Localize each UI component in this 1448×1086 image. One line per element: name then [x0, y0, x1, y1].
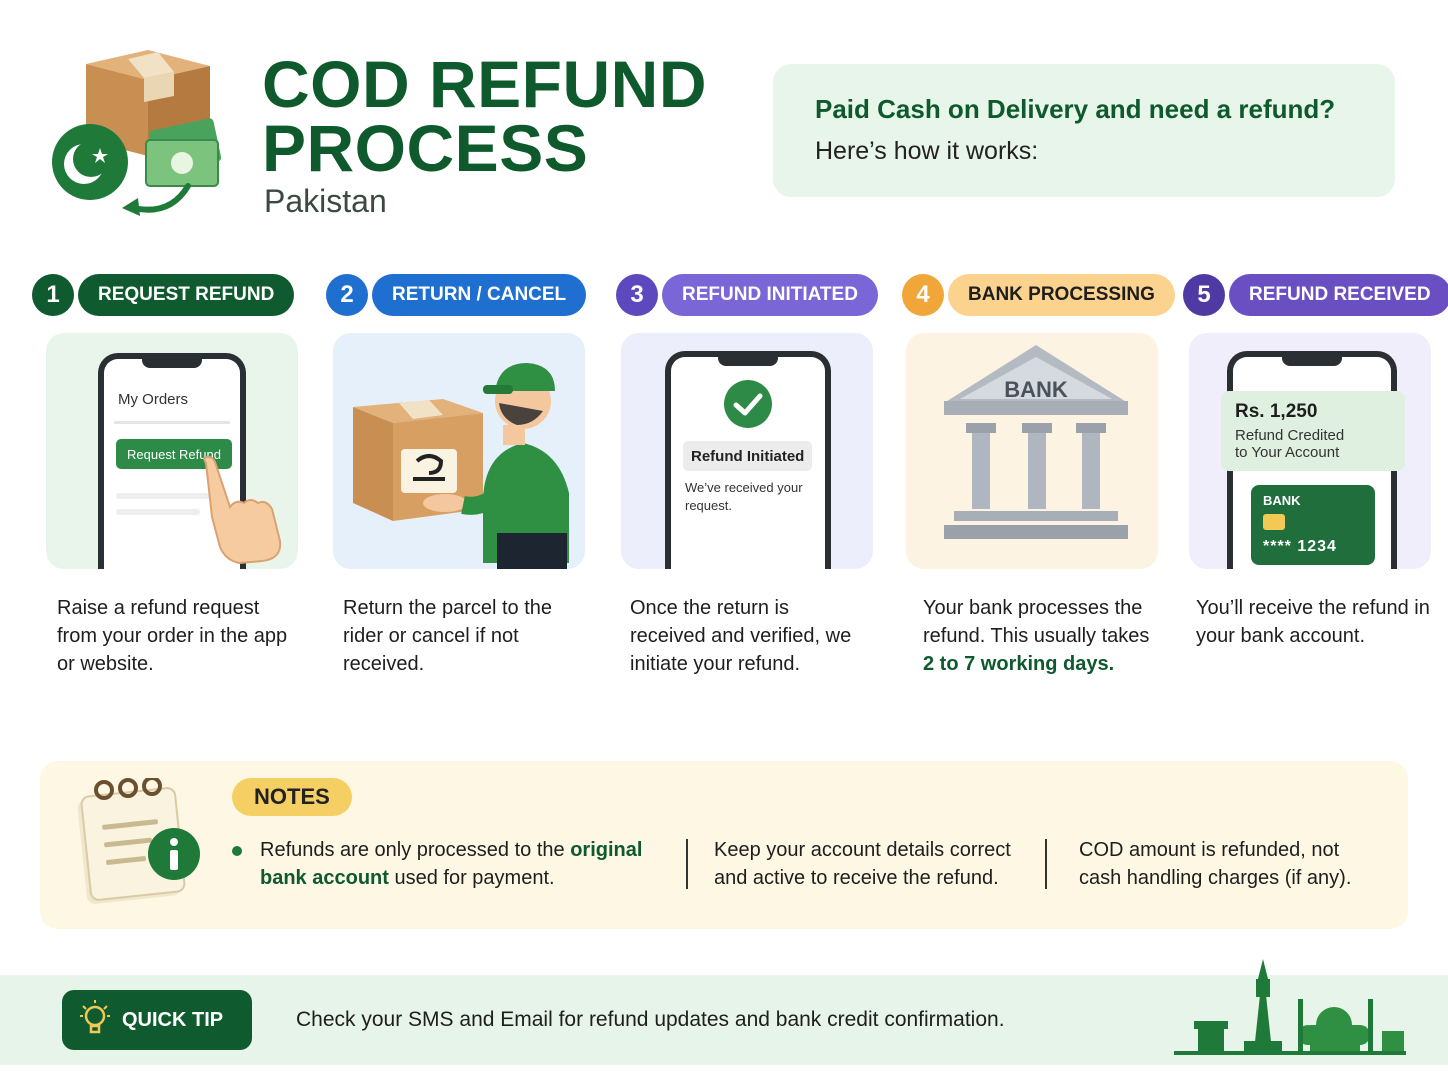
- phone-mockup: Refund Initiated We’ve received your req…: [665, 351, 831, 569]
- step-2-number: 2: [326, 274, 368, 316]
- working-days-highlight: 2 to 7 working days.: [923, 653, 1115, 675]
- step-1-header: 1 REQUEST REFUND: [32, 274, 295, 316]
- step-4-label: BANK PROCESSING: [948, 274, 1175, 316]
- title-line-2: PROCESS: [262, 111, 589, 185]
- card-chip-icon: [1263, 514, 1285, 530]
- step-4-header: 4 BANK PROCESSING: [902, 274, 1175, 316]
- step-3-description: Once the return is received and verified…: [630, 597, 852, 675]
- step-5-description: You’ll receive the refund in your bank a…: [1196, 597, 1430, 647]
- note-2-line-2: and active to receive the refund.: [714, 867, 999, 889]
- card-number: **** 1234: [1263, 538, 1337, 555]
- step-1-number: 1: [32, 274, 74, 316]
- note-original-account: Refunds are only processed to the origin…: [260, 836, 670, 892]
- step-3-label: REFUND INITIATED: [662, 274, 878, 316]
- note-1-highlight-2: bank account: [260, 867, 389, 889]
- step-5-label: REFUND RECEIVED: [1229, 274, 1448, 316]
- step-3-number: 3: [616, 274, 658, 316]
- step-5-number: 5: [1183, 274, 1225, 316]
- step-2-header: 2 RETURN / CANCEL: [326, 274, 587, 316]
- step-2-label: RETURN / CANCEL: [372, 274, 587, 316]
- card-bank-label: BANK: [1263, 493, 1301, 508]
- note-1-text: Refunds are only processed to the: [260, 839, 571, 861]
- notes-badge: NOTES: [232, 778, 352, 816]
- quick-tip-text: Check your SMS and Email for refund upda…: [296, 1008, 1005, 1031]
- note-2-line-1: Keep your account details correct: [714, 839, 1011, 861]
- step-4-card: BANK: [906, 333, 1158, 569]
- skyline-illustration: [1174, 959, 1406, 1055]
- step-2-card: [333, 333, 585, 569]
- step-4-description: Your bank processes the refund. This usu…: [923, 594, 1155, 678]
- note-1-text-end: used for payment.: [388, 867, 555, 889]
- refund-initiated-status: Refund Initiated: [683, 441, 813, 471]
- refund-amount: Rs. 1,250: [1235, 401, 1318, 422]
- intro-answer: Here’s how it works:: [815, 137, 1039, 165]
- screen-title: My Orders: [118, 391, 189, 408]
- credited-line-2: to Your Account: [1235, 444, 1340, 461]
- step-5-header: 5 REFUND RECEIVED: [1183, 274, 1448, 316]
- notes-divider: [686, 839, 688, 889]
- refund-credited-notification: Rs. 1,250 Refund Credited to Your Accoun…: [1221, 391, 1405, 471]
- bank-card: BANK **** 1234: [1251, 485, 1375, 565]
- intro-question: Paid Cash on Delivery and need a refund?: [815, 94, 1336, 124]
- note-3-line-1: COD amount is refunded, not: [1079, 839, 1340, 861]
- intro-box: Paid Cash on Delivery and need a refund?…: [773, 64, 1395, 197]
- note-cod-amount: COD amount is refunded, not cash handlin…: [1079, 836, 1389, 892]
- page-subtitle: Pakistan: [264, 183, 387, 219]
- step-4-number: 4: [902, 274, 944, 316]
- note-3-line-2: cash handling charges (if any).: [1079, 867, 1352, 889]
- note-1-highlight-1: original: [570, 839, 643, 861]
- credited-line-1: Refund Credited: [1235, 427, 1345, 444]
- quick-tip-label: QUICK TIP: [122, 1008, 224, 1031]
- step-3-card: Refund Initiated We’ve received your req…: [621, 333, 873, 569]
- bank-building-icon: [944, 345, 1128, 539]
- step-1-description: Raise a refund request from your order i…: [57, 597, 288, 675]
- notes-divider: [1045, 839, 1047, 889]
- quick-tip-badge: QUICK TIP: [62, 990, 252, 1050]
- header-illustration: [48, 44, 238, 224]
- lightbulb-icon: [80, 1000, 110, 1034]
- notepad-info-icon: [77, 778, 200, 904]
- status-subtext: We’ve received your request.: [685, 480, 803, 513]
- note-account-details: Keep your account details correct and ac…: [714, 836, 1034, 892]
- step-3-header: 3 REFUND INITIATED: [616, 274, 878, 316]
- step-1-card: My Orders Request Refund: [46, 333, 298, 569]
- hand-tap-icon: [203, 455, 282, 565]
- check-circle-icon: [724, 380, 772, 428]
- step-1-label: REQUEST REFUND: [78, 274, 295, 316]
- step-5-card: Rs. 1,250 Refund Credited to Your Accoun…: [1189, 333, 1431, 569]
- bullet-icon: [232, 846, 242, 856]
- step-2-description: Return the parcel to the rider or cancel…: [343, 597, 553, 675]
- page-title: COD REFUND PROCESS: [262, 47, 707, 185]
- step-4-description-text: Your bank processes the refund. This usu…: [923, 597, 1150, 647]
- bank-sign-label: BANK: [1004, 377, 1068, 402]
- title-line-1: COD REFUND: [262, 47, 707, 121]
- rider-with-parcel-illustration: [353, 363, 569, 569]
